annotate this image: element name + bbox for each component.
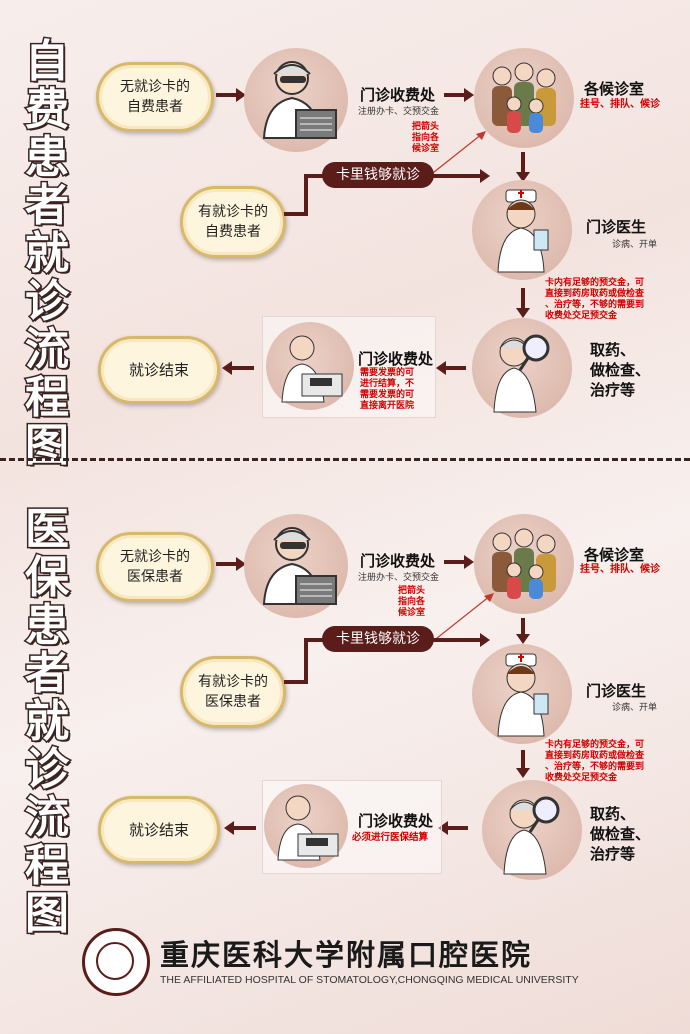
nurse-icon — [497, 653, 549, 737]
arrow — [444, 555, 474, 569]
arrow — [516, 750, 530, 778]
treatment-circle — [482, 780, 582, 880]
connector — [304, 638, 308, 684]
cashier2-circle — [264, 784, 348, 868]
arrow — [216, 557, 246, 571]
enough-money-pill: 卡里钱够就诊 — [322, 626, 434, 652]
cashier-doctor-icon — [281, 335, 343, 403]
family-group-icon — [492, 528, 556, 599]
cashier-circle — [244, 48, 348, 152]
section-divider — [0, 458, 690, 461]
arrow — [224, 821, 256, 835]
arrow-note: 把箭头 指向各 候诊室 — [412, 122, 440, 154]
patient-card-cloud: 有就诊卡的 自费患者 — [180, 186, 286, 258]
patient-card-cloud: 有就诊卡的 医保患者 — [180, 656, 286, 728]
section1-title: 自 费 患 者 就 诊 流 程 图 — [24, 36, 71, 471]
cashier2-title: 门诊收费处 — [358, 350, 434, 368]
waiting-circle — [474, 48, 574, 148]
arrow — [444, 88, 474, 102]
section2-title: 医 保 患 者 就 诊 流 程 图 — [24, 504, 71, 939]
arrow — [516, 618, 530, 644]
patient-no-card-cloud: 无就诊卡的 自费患者 — [96, 62, 214, 132]
doctor-title: 门诊医生 — [586, 682, 647, 700]
treatment-title: 取药、 做检查、 治疗等 — [590, 805, 651, 863]
doctor-sub: 诊病、开单 — [612, 703, 658, 713]
hospital-logo-icon — [82, 928, 150, 996]
doctor-title: 门诊医生 — [586, 218, 647, 236]
doctor-circle — [472, 180, 572, 280]
arrow — [516, 288, 530, 318]
arrow — [222, 361, 254, 375]
treatment-title: 取药、 做检查、 治疗等 — [590, 341, 651, 399]
waiting-sub: 挂号、排队、候诊 — [580, 99, 660, 110]
waiting-title: 各候诊室 — [584, 80, 645, 98]
cashier2-title: 门诊收费处 — [358, 812, 434, 830]
hospital-name: 重庆医科大学附属口腔医院 — [160, 938, 533, 972]
patient-no-card-cloud: 无就诊卡的 医保患者 — [96, 532, 214, 602]
doctor-at-computer-icon — [262, 61, 337, 139]
settle-note: 必须进行医保结算 — [352, 832, 429, 843]
prepay-note: 卡内有足够的预交金，可 直接到药房取药或做检查 、治疗等，不够的需要到 收费处交… — [545, 740, 645, 783]
doctor-sub: 诊病、开单 — [612, 240, 658, 250]
nurse-icon — [497, 189, 549, 273]
arrow — [216, 88, 246, 102]
cashier-doctor-icon — [277, 795, 339, 861]
hospital-english-name: THE AFFILIATED HOSPITAL OF STOMATOLOGY,C… — [160, 974, 579, 986]
arrow-note: 把箭头 指向各 候诊室 — [398, 586, 426, 618]
family-group-icon — [492, 62, 556, 133]
cashier2-circle — [266, 322, 354, 410]
arrow — [436, 361, 466, 375]
connector — [284, 212, 308, 216]
invoice-note: 需要发票的可 进行结算，不 需要发票的可 直接离开医院 — [360, 368, 415, 411]
doctor-magnifier-icon — [493, 334, 550, 413]
cashier-title: 门诊收费处 — [360, 86, 436, 104]
arrow — [516, 152, 530, 182]
connector — [284, 680, 308, 684]
enough-money-pill: 卡里钱够就诊 — [322, 162, 434, 188]
doctor-circle — [472, 644, 572, 744]
doctor-magnifier-icon — [503, 796, 560, 875]
prepay-note: 卡内有足够的预交金，可 直接到药房取药或做检查 、治疗等，不够的需要到 收费处交… — [545, 278, 645, 321]
cashier-sub: 注册办卡、交预交金 — [358, 573, 440, 583]
thin-arrow — [431, 593, 494, 643]
end-cloud: 就诊结束 — [98, 796, 220, 864]
cashier-circle — [244, 514, 348, 618]
waiting-title: 各候诊室 — [584, 546, 645, 564]
cashier-sub: 注册办卡、交预交金 — [358, 107, 440, 117]
end-cloud: 就诊结束 — [98, 336, 220, 404]
arrow — [438, 821, 468, 835]
waiting-sub: 挂号、排队、候诊 — [580, 564, 660, 575]
treatment-circle — [472, 318, 572, 418]
cashier-title: 门诊收费处 — [360, 552, 436, 570]
doctor-at-computer-icon — [262, 527, 337, 605]
connector — [304, 174, 308, 216]
